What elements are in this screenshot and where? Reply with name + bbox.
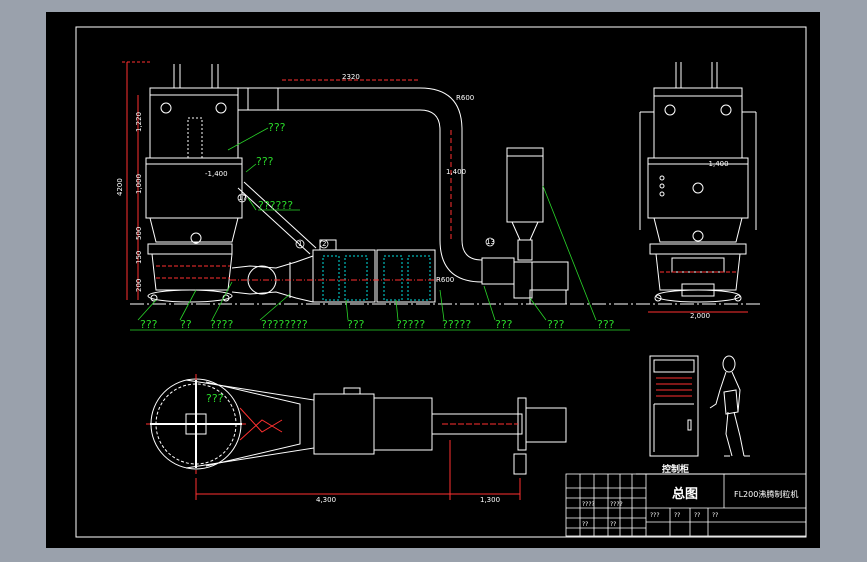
title-small-cells: ???? ???? ??? ?? ?? ?? ?? ?? [582,501,718,528]
bottom-label-8: ??? [495,318,513,331]
title-block [565,473,807,537]
plan-length2: 1,300 [480,496,500,504]
label-top1: ??? [268,121,286,134]
marker-13: 13 [486,238,495,246]
height-top: 1,220 [135,112,143,132]
bottom-label-7: ????? [442,318,471,331]
cad-drawing: 2320 R600 R600 -1,400 1,400 4200 1,220 1… [75,26,807,538]
leader-lines [130,127,630,331]
title-cell-5: ?? [694,512,700,519]
plan-label: ??? [206,392,224,405]
elbow-radius-bottom: R600 [436,276,454,284]
height-total: 4200 [116,178,124,196]
bottom-label-5: ??? [347,318,365,331]
right-level: -1,400 [706,160,729,168]
chamber-level: -1,400 [205,170,228,178]
bottom-label-2: ?? [180,318,192,331]
bottom-label-3: ???? [210,318,234,331]
inner-border [75,26,807,538]
marker-2: 2 [322,240,326,248]
title-cell-2: ???? [610,501,623,508]
bottom-label-9: ??? [547,318,565,331]
title-cell-8: ?? [610,521,616,528]
front-view [122,61,760,305]
title-cell-6: ?? [712,512,718,519]
height-low1: 500 [135,227,143,240]
control-cabinet [649,355,699,457]
height-base: 200 [135,279,143,292]
title-cell-7: ?? [582,521,588,528]
title-main: 总图 [672,486,698,502]
height-low2: 150 [135,251,143,264]
title-cell-4: ?? [674,512,680,519]
control-cabinet-caption: 控制柜 [662,463,689,475]
pipe-level: 1,400 [446,168,466,176]
side-view [639,62,757,313]
person-figure [709,355,750,457]
height-mid: 1,000 [135,174,143,194]
bottom-label-1: ??? [140,318,158,331]
bottom-label-6: ????? [396,318,425,331]
right-width: 2,000 [690,312,710,320]
label-top2: ??? [256,155,274,168]
plan-view [146,374,567,500]
item-markers [237,193,495,249]
title-cell-3: ??? [650,512,660,519]
drawing-frame: 2320 R600 R600 -1,400 1,400 4200 1,220 1… [46,12,820,548]
elbow-radius-top: R600 [456,94,474,102]
bottom-labels: ??? ?? ???? ???????? ??? ????? ????? ???… [140,318,615,331]
marker-17: 17 [238,194,247,202]
label-top3: ?????? [258,199,293,212]
title-cell-1: ???? [582,501,595,508]
duct-length-dim: 2320 [342,73,360,81]
title-drawing-name: FL200沸腾制粒机 [734,489,798,499]
bottom-label-4: ???????? [261,318,308,331]
marker-1: 1 [298,240,302,248]
bottom-label-10: ??? [597,318,615,331]
plan-length: 4,300 [316,496,336,504]
